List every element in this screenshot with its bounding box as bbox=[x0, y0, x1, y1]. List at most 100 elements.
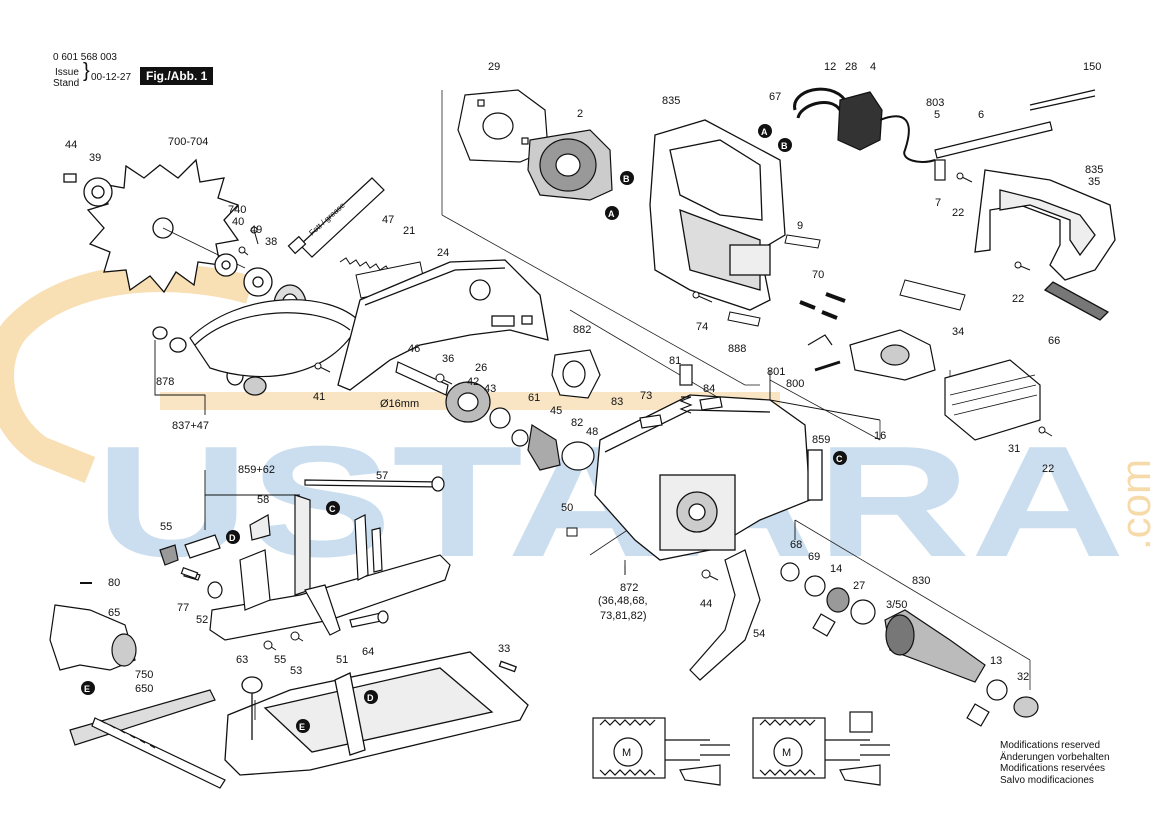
part-label: 39 bbox=[89, 152, 101, 164]
part-label: 67 bbox=[769, 91, 781, 103]
motor-stator-drawing bbox=[457, 89, 613, 201]
connector-d-label-2: D bbox=[367, 693, 374, 703]
connector-b-1: B bbox=[620, 171, 634, 185]
part-label: 27 bbox=[853, 580, 865, 592]
connector-e-1: E bbox=[81, 681, 95, 695]
part-number: 0 601 568 003 bbox=[53, 52, 117, 63]
part-label: 45 bbox=[550, 405, 562, 417]
part-label: 5 bbox=[934, 109, 940, 121]
armature-drawing bbox=[780, 562, 1039, 727]
part-label: 51 bbox=[336, 654, 348, 666]
part-label: 803 bbox=[926, 97, 944, 109]
part-label: 31 bbox=[1008, 443, 1020, 455]
assembly-872-subparts-2: 73,81,82) bbox=[600, 610, 646, 622]
issue-date: 00-12-27 bbox=[91, 72, 132, 83]
part-label: 650 bbox=[135, 683, 153, 695]
part-label: 82 bbox=[571, 417, 583, 429]
part-label: 65 bbox=[108, 607, 120, 619]
part-label: 66 bbox=[1048, 335, 1060, 347]
part-label: 700-704 bbox=[168, 136, 208, 148]
part-label: 58 bbox=[257, 494, 269, 506]
part-label: 6 bbox=[978, 109, 984, 121]
connector-c-label: C bbox=[836, 454, 843, 464]
part-label: 872 bbox=[620, 582, 638, 594]
part-label: 35 bbox=[1088, 176, 1100, 188]
part-label: 878 bbox=[156, 376, 174, 388]
part-label: 69 bbox=[808, 551, 820, 563]
part-label: 859+62 bbox=[238, 464, 275, 476]
part-label: 29 bbox=[488, 61, 500, 73]
part-label: 74 bbox=[696, 321, 708, 333]
figure-label: Fig./Abb. 1 bbox=[140, 67, 214, 85]
part-label: 57 bbox=[376, 470, 388, 482]
upper-guard-drawing bbox=[337, 259, 549, 391]
connector-c-1: C bbox=[833, 451, 847, 465]
screws-drawing bbox=[238, 172, 1053, 651]
part-label: 80 bbox=[108, 577, 120, 589]
part-label: 22 bbox=[952, 207, 964, 219]
modifications-notice: Modifications reserved Änderungen vorbeh… bbox=[1000, 740, 1110, 786]
brush-holder-drawing bbox=[807, 329, 936, 381]
connector-b-2: B bbox=[778, 138, 792, 152]
connector-a-label-2: A bbox=[761, 127, 768, 137]
svg-text:M: M bbox=[782, 747, 791, 759]
connector-d-label: D bbox=[229, 533, 236, 543]
part-label: 55 bbox=[274, 654, 286, 666]
gasket-drawing bbox=[551, 349, 601, 399]
part-label: 55 bbox=[160, 521, 172, 533]
part-label: 83 bbox=[611, 396, 623, 408]
motor-housing-drawing bbox=[649, 119, 786, 311]
connector-a-2: A bbox=[758, 124, 772, 138]
motor-cover-drawing bbox=[944, 359, 1041, 441]
part-label: 61 bbox=[528, 392, 540, 404]
lever-drawing bbox=[689, 549, 761, 681]
connector-c-label-2: C bbox=[329, 504, 336, 514]
connector-e-2: E bbox=[296, 719, 310, 733]
part-label: 49 bbox=[250, 224, 262, 236]
part-label: 81 bbox=[669, 355, 681, 367]
connector-d-1: D bbox=[226, 530, 240, 544]
modifications-en: Modifications reserved bbox=[1000, 740, 1101, 751]
stand-label: Stand bbox=[53, 78, 80, 89]
part-label: 28 bbox=[845, 61, 857, 73]
wiring-diagrams: M M bbox=[592, 711, 890, 786]
gear-housing-drawing bbox=[594, 394, 823, 561]
lower-guard-drawing bbox=[189, 299, 361, 378]
switch-drawing bbox=[793, 87, 1096, 181]
base-plate-drawing bbox=[224, 651, 529, 776]
part-label: 16 bbox=[874, 430, 886, 442]
part-label: 3/50 bbox=[886, 599, 907, 611]
svg-text:M: M bbox=[622, 747, 631, 759]
part-label: 22 bbox=[1012, 293, 1024, 305]
parallel-guide-drawing bbox=[49, 567, 226, 789]
part-label: 33 bbox=[498, 643, 510, 655]
part-label: 44 bbox=[65, 139, 77, 151]
part-label: 837+47 bbox=[172, 420, 209, 432]
part-label: 44 bbox=[700, 598, 712, 610]
part-label: 12 bbox=[824, 61, 836, 73]
modifications-fr: Modifications reservées bbox=[1000, 763, 1106, 774]
part-label: 835 bbox=[662, 95, 680, 107]
part-label: 13 bbox=[990, 655, 1002, 667]
connector-b-label: B bbox=[623, 174, 630, 184]
rip-fence-drawing bbox=[159, 476, 451, 641]
part-label: 36 bbox=[442, 353, 454, 365]
part-label: 64 bbox=[362, 646, 374, 658]
part-label: 32 bbox=[1017, 671, 1029, 683]
part-label: 22 bbox=[1042, 463, 1054, 475]
plunger-drawing bbox=[639, 364, 723, 429]
connector-a-label: A bbox=[608, 209, 615, 219]
connector-a-1: A bbox=[605, 206, 619, 220]
connector-e-label: E bbox=[84, 684, 90, 694]
connector-d-2: D bbox=[364, 690, 378, 704]
saw-blade-drawing bbox=[86, 158, 246, 294]
connector-e-label-2: E bbox=[299, 722, 305, 732]
part-label: 9 bbox=[797, 220, 803, 232]
modifications-es: Salvo modificaciones bbox=[1000, 774, 1094, 786]
watermark-suffix: .com bbox=[1112, 459, 1159, 550]
part-label: 26 bbox=[475, 362, 487, 374]
part-label: 835 bbox=[1085, 164, 1103, 176]
part-label: 888 bbox=[728, 343, 746, 355]
diameter-annotation: Ø16mm bbox=[380, 398, 419, 410]
